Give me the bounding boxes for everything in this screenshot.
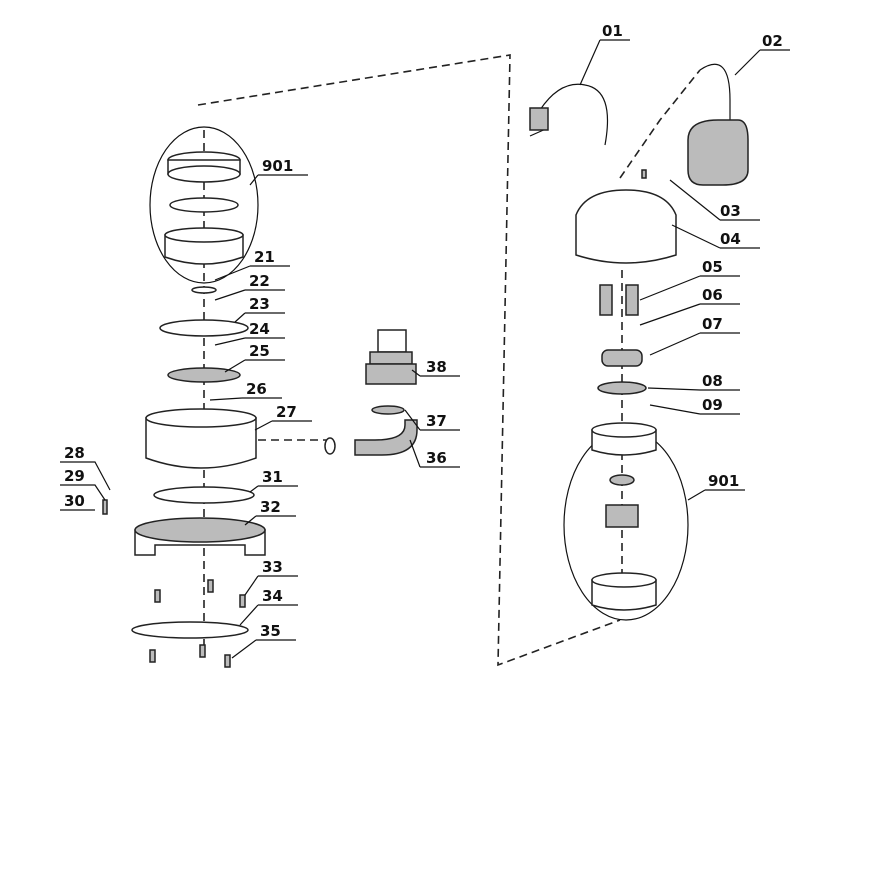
label-37: 37: [426, 412, 447, 430]
label-30: 30: [64, 492, 85, 510]
label-24: 24: [249, 320, 270, 338]
label-02: 02: [762, 32, 783, 50]
label-38: 38: [426, 358, 447, 376]
group-901-outline-left: [149, 126, 259, 284]
label-21: 21: [254, 248, 275, 266]
label-36: 36: [426, 449, 447, 467]
label-29: 29: [64, 467, 85, 485]
label-27: 27: [276, 403, 297, 421]
label-31: 31: [262, 468, 283, 486]
label-23: 23: [249, 295, 270, 313]
part-labels: 01 02 03 04 05 06 07 08 09 901 901 21 22…: [64, 22, 783, 640]
label-34: 34: [262, 587, 283, 605]
label-35: 35: [260, 622, 281, 640]
label-22: 22: [249, 272, 270, 290]
label-901-right: 901: [708, 472, 739, 490]
label-08: 08: [702, 372, 723, 390]
label-07: 07: [702, 315, 723, 333]
outlet-assembly: [324, 329, 418, 456]
label-05: 05: [702, 258, 723, 276]
label-28: 28: [64, 444, 85, 462]
label-03: 03: [720, 202, 741, 220]
label-01: 01: [602, 22, 623, 40]
label-32: 32: [260, 498, 281, 516]
assembly-link-lines: [197, 54, 701, 667]
label-901-left: 901: [262, 157, 293, 175]
left-assembly: [102, 126, 266, 668]
leader-lines: [60, 39, 790, 659]
label-09: 09: [702, 396, 723, 414]
right-assembly: [529, 63, 749, 621]
label-33: 33: [262, 558, 283, 576]
label-26: 26: [246, 380, 267, 398]
label-25: 25: [249, 342, 270, 360]
label-04: 04: [720, 230, 741, 248]
label-06: 06: [702, 286, 723, 304]
